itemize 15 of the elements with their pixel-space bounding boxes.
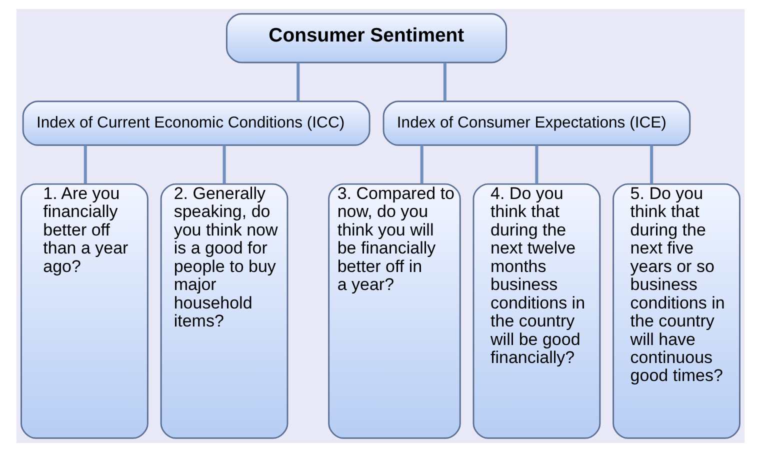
node-box: 1. Are you financially better off than a year ago? <box>20 182 148 438</box>
connector <box>296 62 300 101</box>
node-box: Index of Consumer Expectations (ICE) <box>382 100 691 146</box>
connector <box>420 144 424 184</box>
connector <box>222 144 226 184</box>
node-box: 3. Compared to now, do you think you will be financially better off in a year? <box>328 182 461 438</box>
node-box: 4. Do you think that during the next twelve months business conditions in the country will be good financially? <box>472 182 601 438</box>
node-box: 2. Generally speaking, do you think now is a good for people to buy major household items? <box>160 182 288 438</box>
connector <box>84 144 87 184</box>
connector <box>535 144 538 184</box>
connector <box>443 62 446 101</box>
node-box: Consumer Sentiment <box>226 12 508 63</box>
connector <box>650 144 654 184</box>
node-box: Index of Current Economic Conditions (ICC) <box>22 100 370 146</box>
node-box: 5. Do you think that during the next five years or so business conditions in the country will have continuous good times? <box>612 182 740 438</box>
